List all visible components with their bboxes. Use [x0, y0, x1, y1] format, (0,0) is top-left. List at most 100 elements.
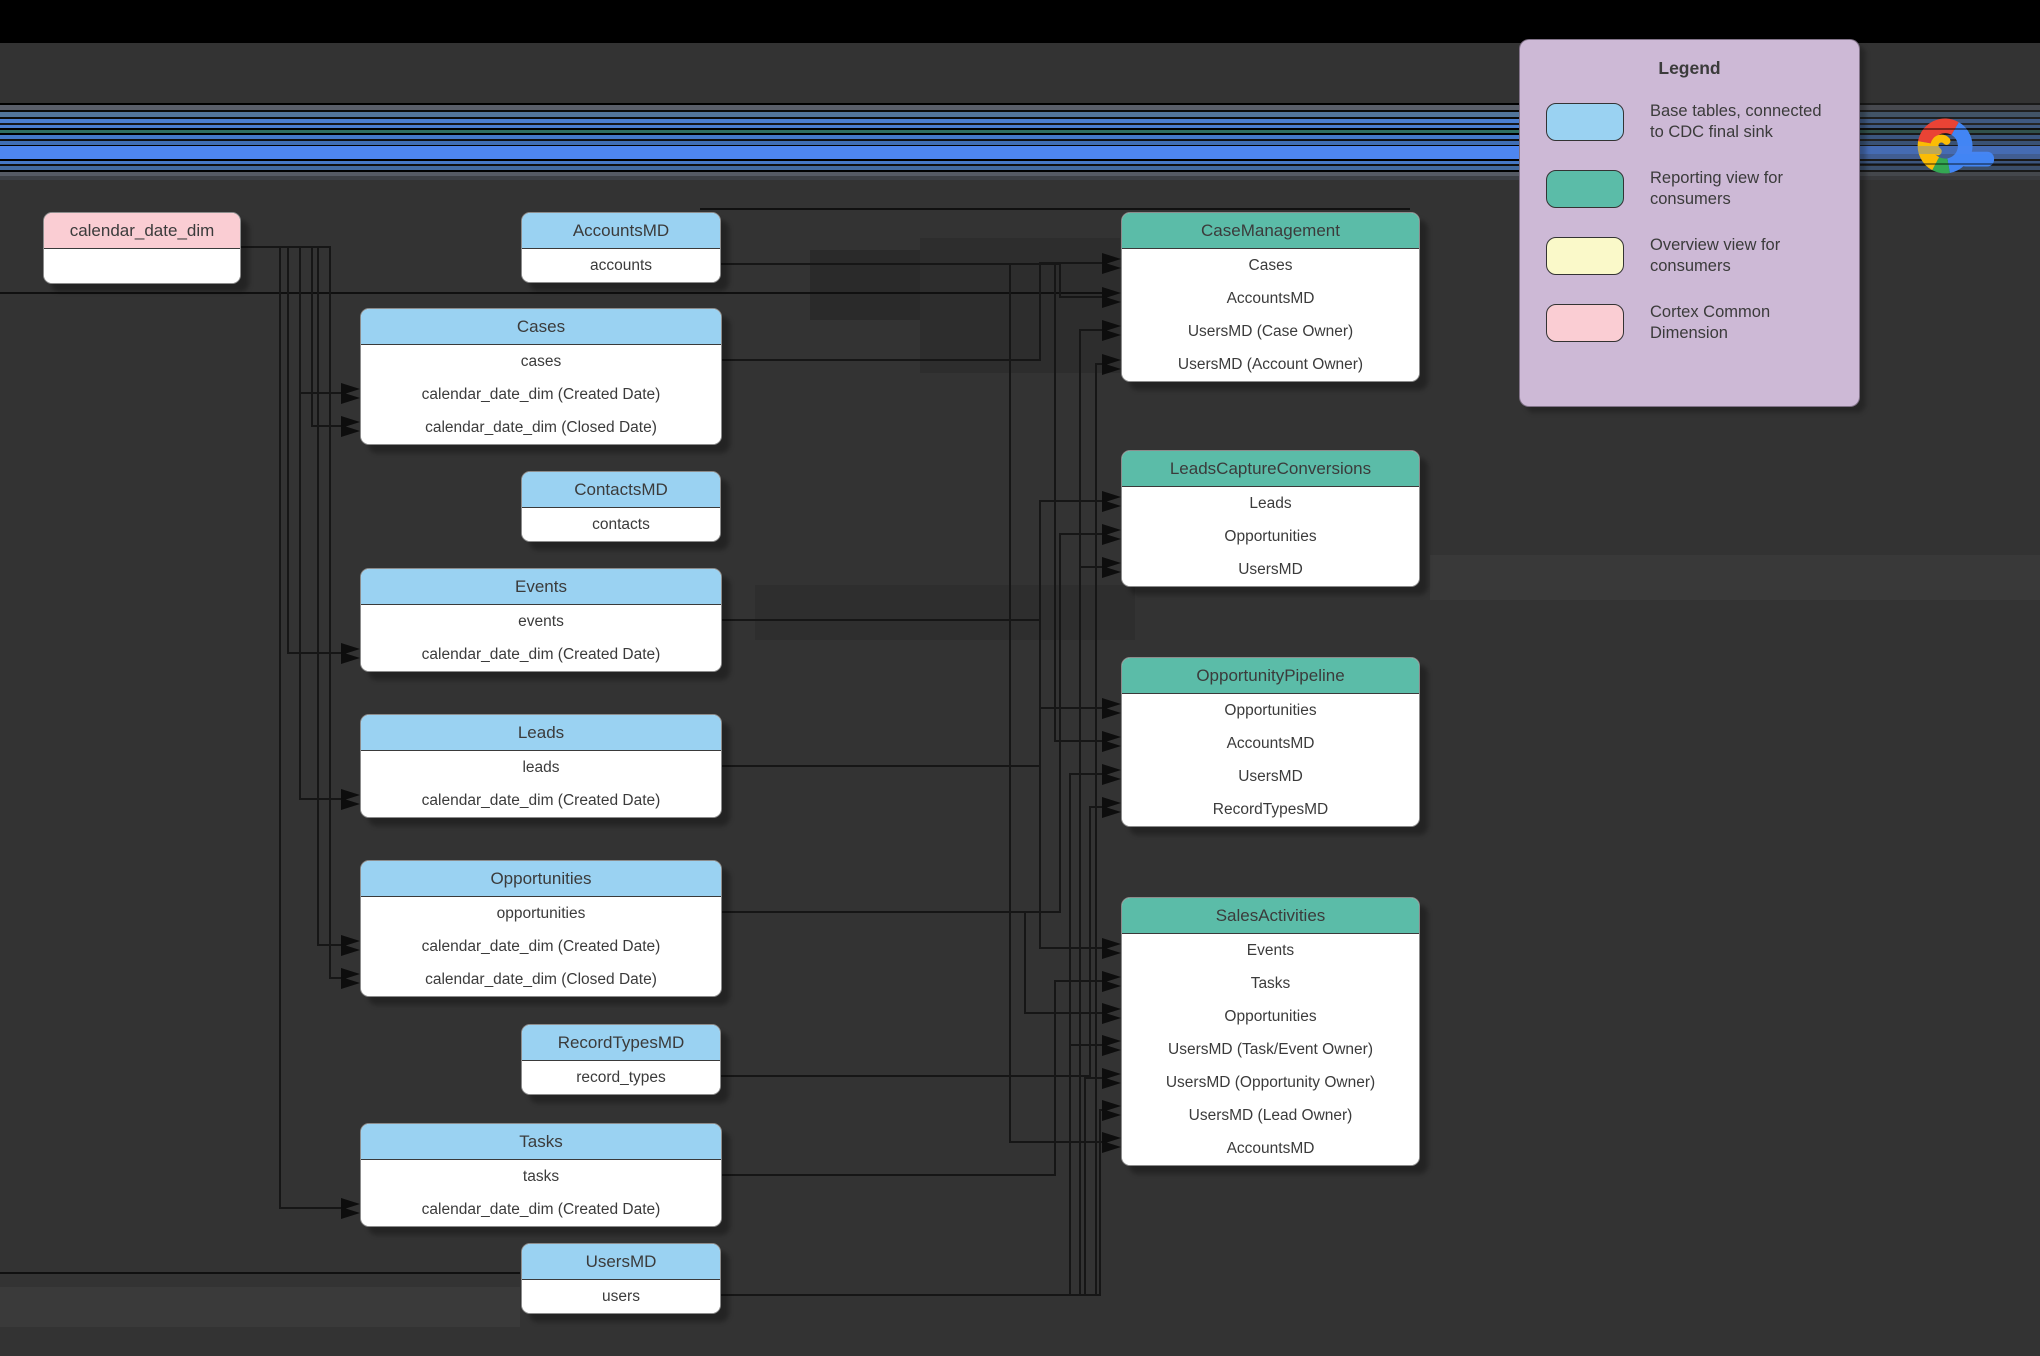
table-row: leads — [522, 759, 560, 776]
table-body: accounts — [522, 249, 720, 282]
table-title: Opportunities — [361, 861, 721, 897]
google-cloud-logo — [1900, 100, 1998, 182]
legend-item-base-tables: Base tables, connected to CDC final sink — [1546, 101, 1833, 143]
table-cases[interactable]: Cases cases calendar_date_dim (Created Da… — [360, 308, 722, 445]
table-body: opportunities calendar_date_dim (Created … — [361, 897, 721, 996]
table-body: tasks calendar_date_dim (Created Date) — [361, 1160, 721, 1226]
glitch-streak — [810, 250, 920, 320]
glitch-line — [1855, 163, 2040, 165]
table-row: AccountsMD — [1226, 735, 1315, 752]
table-body: contacts — [522, 508, 720, 541]
table-row: AccountsMD — [1226, 1140, 1315, 1157]
table-body: record_types — [522, 1061, 720, 1094]
table-row: tasks — [522, 1168, 560, 1185]
glitch-line — [0, 292, 1118, 294]
table-row: opportunities — [496, 905, 586, 922]
table-row: calendar_date_dim (Created Date) — [421, 646, 661, 663]
table-title: OpportunityPipeline — [1122, 658, 1419, 694]
table-row: AccountsMD — [1226, 290, 1315, 307]
table-row: Leads — [1249, 495, 1292, 512]
table-row: UsersMD (Account Owner) — [1177, 356, 1364, 373]
table-body: users — [522, 1280, 720, 1313]
table-row: Opportunities — [1224, 528, 1317, 545]
table-body: leads calendar_date_dim (Created Date) — [361, 751, 721, 817]
overview-view-swatch — [1546, 237, 1624, 275]
table-row: UsersMD (Task/Event Owner) — [1168, 1041, 1373, 1058]
table-leads[interactable]: Leads leads calendar_date_dim (Created Da… — [360, 714, 722, 818]
table-row: Tasks — [1250, 975, 1291, 992]
table-opportunities[interactable]: Opportunities opportunities calendar_date… — [360, 860, 722, 997]
legend-title: Legend — [1658, 58, 1721, 78]
table-title: Events — [361, 569, 721, 605]
table-row: cases — [520, 353, 562, 370]
table-row: calendar_date_dim (Created Date) — [421, 938, 661, 955]
top-black-band — [0, 0, 2040, 43]
table-events[interactable]: Events events calendar_date_dim (Created … — [360, 568, 722, 672]
legend-label: Cortex Common Dimension — [1650, 303, 1771, 342]
table-usersmd[interactable]: UsersMD users — [521, 1243, 721, 1314]
table-row: UsersMD (Opportunity Owner) — [1165, 1074, 1376, 1091]
table-row: calendar_date_dim (Created Date) — [421, 1201, 661, 1218]
table-accountsmd[interactable]: AccountsMD accounts — [521, 212, 721, 283]
table-recordtypesmd[interactable]: RecordTypesMD record_types — [521, 1024, 721, 1095]
table-body — [44, 249, 240, 283]
glitch-streak — [755, 585, 1135, 640]
base-table-swatch — [1546, 103, 1624, 141]
table-row: record_types — [576, 1069, 666, 1086]
table-row: contacts — [592, 516, 650, 533]
table-title: Leads — [361, 715, 721, 751]
table-row: calendar_date_dim (Closed Date) — [425, 971, 657, 988]
glitch-streak — [920, 238, 1120, 373]
table-tasks[interactable]: Tasks tasks calendar_date_dim (Created Da… — [360, 1123, 722, 1227]
table-row: calendar_date_dim (Created Date) — [421, 792, 661, 809]
table-row: Opportunities — [1224, 1008, 1317, 1025]
table-row: Events — [1246, 942, 1295, 959]
table-title: AccountsMD — [522, 213, 720, 249]
table-row: calendar_date_dim (Created Date) — [421, 386, 661, 403]
glitch-line — [1855, 146, 2040, 154]
table-row: events — [518, 613, 564, 630]
table-row: users — [602, 1288, 640, 1305]
table-row: UsersMD — [1238, 768, 1303, 785]
table-title: Cases — [361, 309, 721, 345]
glitch-line — [0, 1272, 520, 1274]
common-dimension-swatch — [1546, 304, 1624, 342]
table-row: UsersMD (Case Owner) — [1187, 323, 1354, 340]
table-title: Tasks — [361, 1124, 721, 1160]
legend-label: Overview view for consumers — [1650, 236, 1781, 275]
table-body: events calendar_date_dim (Created Date) — [361, 605, 721, 671]
table-title: UsersMD — [522, 1244, 720, 1280]
table-title: LeadsCaptureConversions — [1122, 451, 1419, 487]
legend-label: Base tables, connected to CDC final sink — [1650, 102, 1822, 141]
legend-item-common-dimension: Cortex Common Dimension — [1546, 302, 1833, 344]
table-title: RecordTypesMD — [522, 1025, 720, 1061]
table-title: calendar_date_dim — [44, 213, 240, 249]
reporting-view-swatch — [1546, 170, 1624, 208]
table-row: UsersMD — [1238, 561, 1303, 578]
legend-label: Reporting view for consumers — [1650, 169, 1783, 208]
table-row: RecordTypesMD — [1212, 801, 1329, 818]
table-row: Cases — [1248, 257, 1293, 274]
table-title: SalesActivities — [1122, 898, 1419, 934]
table-row: UsersMD (Lead Owner) — [1188, 1107, 1353, 1124]
table-row: accounts — [589, 257, 653, 274]
legend-item-reporting-view: Reporting view for consumers — [1546, 168, 1833, 210]
glitch-line — [1855, 128, 2040, 130]
glitch-line — [700, 208, 1410, 210]
legend-item-overview-view: Overview view for consumers — [1546, 235, 1833, 277]
table-calendar-date-dim[interactable]: calendar_date_dim — [43, 212, 241, 284]
table-title: CaseManagement — [1122, 213, 1419, 249]
table-contactsmd[interactable]: ContactsMD contacts — [521, 471, 721, 542]
table-title: ContactsMD — [522, 472, 720, 508]
